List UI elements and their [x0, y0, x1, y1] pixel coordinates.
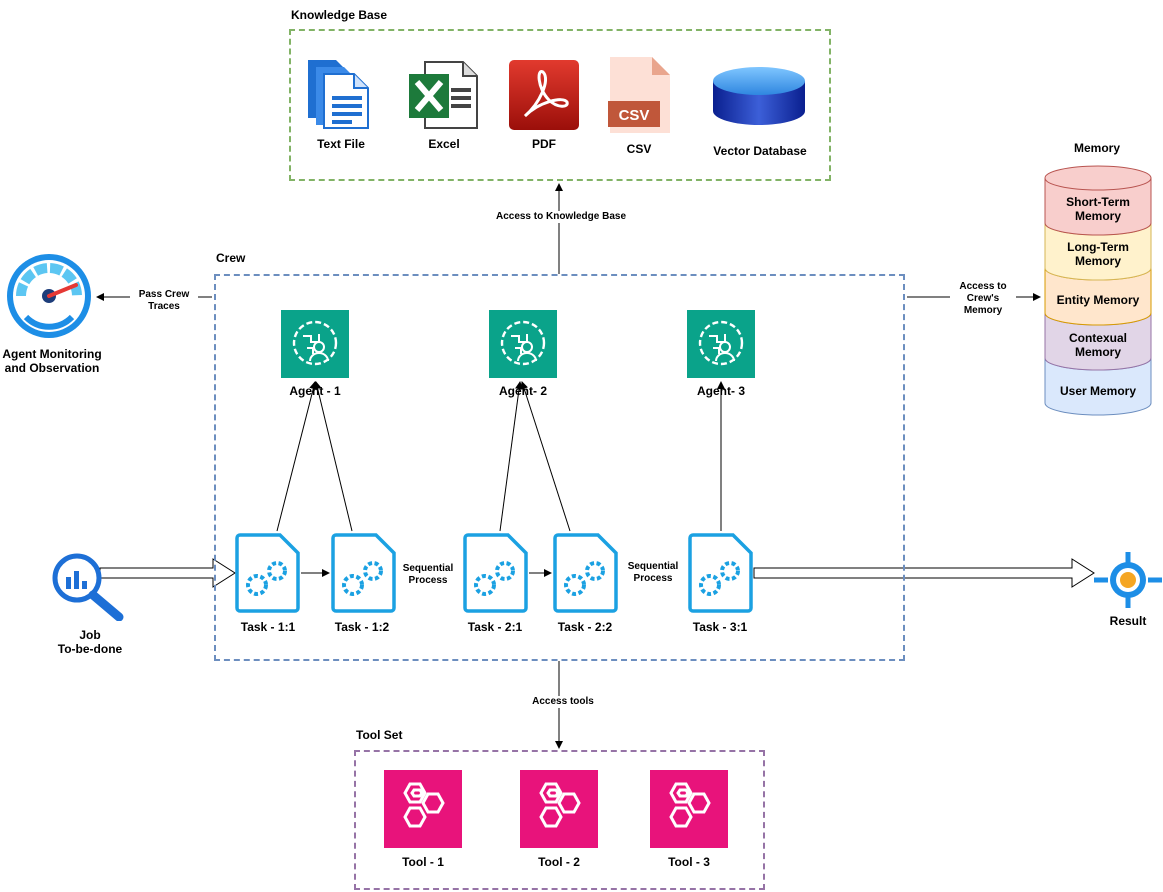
vector-database-label: Vector Database: [713, 144, 807, 158]
tool-set-title: Tool Set: [356, 728, 403, 742]
pdf-icon: [509, 60, 579, 130]
tool-1-icon: [384, 770, 462, 848]
sequential-process-label-2: Sequential Process: [623, 561, 683, 585]
knowledge-base-title: Knowledge Base: [291, 8, 388, 22]
text-file-label: Text File: [317, 137, 365, 151]
contexual-memory-label: Contexual Memory: [1068, 331, 1127, 359]
vector-database-icon: [713, 67, 805, 125]
long-term-memory-label: Long-Term Memory: [1067, 240, 1129, 268]
pdf-label: PDF: [532, 137, 556, 151]
memory-layer-long-term: [1044, 223, 1152, 281]
job-label: Job To-be-done: [57, 628, 123, 656]
tool-set-group: [354, 750, 765, 890]
memory-title: Memory: [1074, 141, 1121, 155]
memory-layer-entity: [1044, 268, 1152, 326]
job-search-icon: [52, 553, 124, 621]
agent-1-label: Agent - 1: [289, 384, 341, 398]
csv-label: CSV: [626, 142, 652, 156]
agent-2-label: Agent- 2: [499, 384, 547, 398]
memory-layer-top-short-term: [1044, 165, 1152, 191]
memory-stack: Short-Term Memory Long-Term Memory Entit…: [1043, 160, 1153, 420]
sequential-process-label-1: Sequential Process: [398, 563, 458, 587]
task-1-1-icon: [235, 533, 300, 613]
tool-3-icon: [650, 770, 728, 848]
excel-label: Excel: [428, 137, 460, 151]
crew-title: Crew: [216, 251, 246, 265]
access-knowledge-base-label: Access to Knowledge Base: [486, 211, 636, 223]
tool-1-label: Tool - 1: [402, 855, 444, 869]
crew-to-result-arrow: [753, 558, 1095, 588]
tool-3-label: Tool - 3: [668, 855, 710, 869]
tool-2-icon: [520, 770, 598, 848]
task-2-1-to-agent-2: [499, 381, 524, 532]
agent-1-icon: [281, 310, 349, 378]
task-1-1-label: Task - 1:1: [240, 620, 296, 634]
crew-group: [214, 274, 905, 661]
task-1-1-to-agent-1: [276, 381, 318, 532]
pass-crew-traces-label: Pass Crew Traces: [130, 289, 198, 313]
result-label: Result: [1109, 614, 1147, 628]
text-file-icon: [308, 60, 369, 129]
task-3-1-icon: [688, 533, 753, 613]
monitoring-gauge-icon: [7, 254, 91, 338]
entity-memory-label: Entity Memory: [1056, 293, 1140, 307]
task-2-1-icon: [463, 533, 528, 613]
tool-2-label: Tool - 2: [538, 855, 580, 869]
job-to-crew-arrow: [99, 558, 236, 588]
task-1-2-to-agent-1: [313, 381, 353, 532]
memory-layer-user: [1044, 358, 1152, 416]
task-1-2-icon: [331, 533, 396, 613]
result-target-icon: [1094, 552, 1162, 608]
agent-2-icon: [489, 310, 557, 378]
task-2-2-to-agent-2: [520, 381, 571, 532]
agent-monitoring-label: Agent Monitoring and Observation: [2, 347, 102, 375]
access-memory-label: Access to Crew's Memory: [950, 281, 1016, 317]
task-2-1-label: Task - 2:1: [467, 620, 523, 634]
task-1-2-label: Task - 1:2: [334, 620, 390, 634]
excel-icon: [409, 61, 478, 129]
memory-layer-short-term: [1044, 178, 1152, 236]
task-3-1-label: Task - 3:1: [692, 620, 748, 634]
agent-3-label: Agent- 3: [697, 384, 745, 398]
memory-layer-contexual: [1044, 313, 1152, 371]
user-memory-label: User Memory: [1059, 384, 1137, 398]
access-tools-label: Access tools: [520, 696, 606, 708]
csv-badge: CSV: [619, 107, 650, 124]
task-2-2-icon: [553, 533, 618, 613]
task-2-2-label: Task - 2:2: [557, 620, 613, 634]
knowledge-base-group: [289, 29, 831, 181]
short-term-memory-label: Short-Term Memory: [1066, 195, 1130, 223]
agent-3-icon: [687, 310, 755, 378]
csv-icon: CSV: [608, 57, 670, 133]
